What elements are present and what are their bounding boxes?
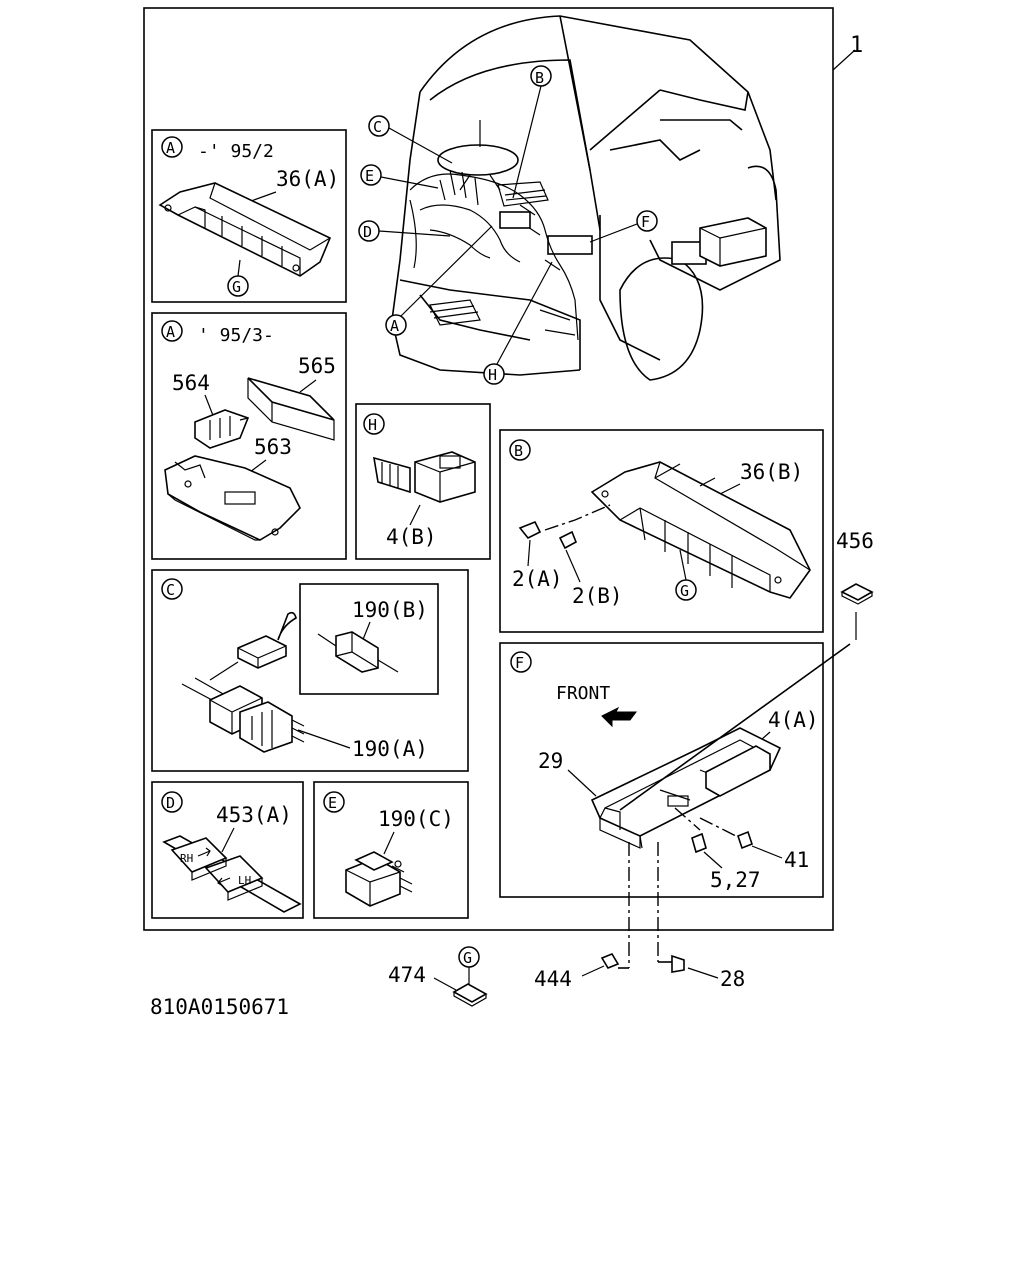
panel-a-early-letter: A xyxy=(166,139,175,157)
lh-arrow-icon xyxy=(217,877,231,887)
panel-c-letter: C xyxy=(166,581,175,599)
panel-a-early-sub-letter: G xyxy=(232,278,241,296)
callout-a-letter: A xyxy=(390,317,399,335)
part-444: 444 xyxy=(534,967,572,991)
panel-f-letter: F xyxy=(515,654,524,672)
panel-e-letter: E xyxy=(328,794,337,812)
part-36a: 36(A) xyxy=(276,167,339,191)
main-frame xyxy=(143,7,834,931)
part-41: 41 xyxy=(784,848,809,872)
panel-c: C 190(B) 190(A) xyxy=(151,569,469,772)
part-190c: 190(C) xyxy=(378,807,454,831)
lh-label: LH xyxy=(238,874,251,887)
part-2b: 2(B) xyxy=(572,584,623,608)
main-part-number: 1 xyxy=(850,33,863,58)
rh-arrow-icon xyxy=(197,847,211,857)
part-453a: 453(A) xyxy=(216,803,292,827)
panel-f: F FRONT 4(A) 29 41 5,27 xyxy=(499,642,851,898)
front-arrow-icon xyxy=(601,706,637,728)
callout-b-letter: B xyxy=(535,69,544,87)
figure-code: 810A0150671 xyxy=(150,995,289,1019)
panel-e: E 190(C) xyxy=(313,781,469,919)
part-4a: 4(A) xyxy=(768,708,819,732)
panel-b: B 36(B) 2(A) 2(B) G xyxy=(499,429,824,633)
main-part-leader xyxy=(832,49,856,71)
part-29: 29 xyxy=(538,749,563,773)
panel-b-letter: B xyxy=(514,442,523,460)
panel-a-late: A ' 95/3- 564 565 563 xyxy=(151,312,347,560)
panel-a-early: A -' 95/2 36(A) G xyxy=(151,129,347,303)
panel-h: H 4(B) xyxy=(355,403,491,560)
part-474: 474 xyxy=(388,963,426,987)
panel-d: D 453(A) RH LH xyxy=(151,781,304,919)
panel-b-sub-letter: G xyxy=(680,582,689,600)
below-frame-parts: 444 28 G 474 xyxy=(388,842,745,1007)
callout-c-letter: C xyxy=(373,118,382,136)
outside-g-letter: G xyxy=(463,949,472,967)
part-190b: 190(B) xyxy=(352,598,428,622)
part-36b: 36(B) xyxy=(740,460,803,484)
part-456: 456 xyxy=(836,529,874,553)
callout-e-letter: E xyxy=(365,167,374,185)
callout-h-letter: H xyxy=(488,366,497,384)
part-564: 564 xyxy=(172,371,210,395)
part-28: 28 xyxy=(720,967,745,991)
part-527: 5,27 xyxy=(710,868,761,892)
callout-f-letter: F xyxy=(641,213,650,231)
panel-a-early-period: -' 95/2 xyxy=(198,141,274,162)
front-label: FRONT xyxy=(556,683,610,704)
overview-callouts: B C E D F A H xyxy=(358,65,658,385)
part-2a: 2(A) xyxy=(512,567,563,591)
panel-a-late-period: ' 95/3- xyxy=(198,325,274,346)
part-563: 563 xyxy=(254,435,292,459)
truck-overview xyxy=(391,15,781,381)
part-565: 565 xyxy=(298,354,336,378)
part-4b: 4(B) xyxy=(386,525,437,549)
panel-h-letter: H xyxy=(368,416,377,434)
panel-a-late-letter: A xyxy=(166,323,175,341)
part-190a: 190(A) xyxy=(352,737,428,761)
part-456-group: 456 xyxy=(836,529,874,640)
callout-d-letter: D xyxy=(363,223,372,241)
panel-d-letter: D xyxy=(166,794,175,812)
rh-label: RH xyxy=(180,852,193,865)
